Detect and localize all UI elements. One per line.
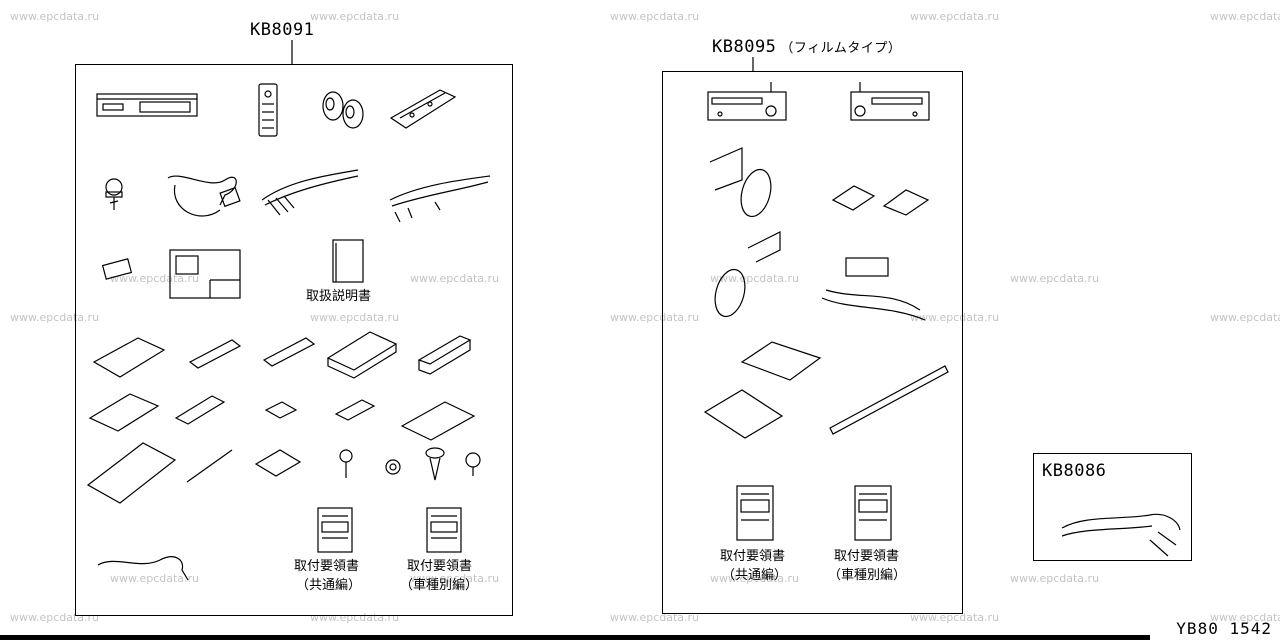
label-common: （共通編） <box>722 568 788 583</box>
tape-strip-icon <box>262 337 316 367</box>
screw-icon <box>105 178 123 210</box>
antenna-amplifier-icon <box>821 257 926 321</box>
watermark-text: www.epcdata.ru <box>10 611 100 624</box>
foam-block-icon <box>326 331 398 379</box>
film-antenna-bracket-icon <box>707 82 787 121</box>
film-squeegee-icon <box>829 365 949 435</box>
bottom-border <box>0 635 1150 640</box>
film-antenna-icon <box>714 231 781 318</box>
watermark-text: www.epcdata.ru <box>310 10 400 23</box>
label-install-guide: 取付要領書 <box>834 549 900 564</box>
kit-frame-kb8091 <box>75 64 513 616</box>
install-guide-vehicle-icon <box>426 507 462 553</box>
card-sheet-icon <box>169 249 241 299</box>
kit-code-kb8095: KB8095 <box>712 37 777 57</box>
kit-title-kb8086: KB8086 <box>1042 461 1107 481</box>
film-antenna-bracket-icon <box>850 82 930 121</box>
watermark-text: www.epcdata.ru <box>610 10 700 23</box>
tape-strip-icon <box>174 395 226 425</box>
watermark-text: www.epcdata.ru <box>410 572 500 585</box>
watermark-text: www.epcdata.ru <box>310 611 400 624</box>
label-install-guide: 取付要領書 <box>720 549 786 564</box>
film-antenna-icon <box>709 147 772 218</box>
tape-sheet-icon <box>92 337 166 378</box>
mounting-bracket-icon <box>389 89 457 129</box>
remote-control-icon <box>258 83 278 137</box>
watermark-text: www.epcdata.ru <box>1010 272 1100 285</box>
watermark-text: www.epcdata.ru <box>1210 10 1280 23</box>
pad-icon <box>254 449 302 477</box>
kit-title-kb8095: KB8095（フィルムタイプ） <box>712 37 901 57</box>
label-manual: 取扱説明書 <box>306 289 372 304</box>
watermark-text: www.epcdata.ru <box>710 272 800 285</box>
amplifier-clip-icon <box>831 185 930 216</box>
watermark-text: www.epcdata.ru <box>610 611 700 624</box>
watermark-text: www.epcdata.ru <box>910 10 1000 23</box>
extension-cable-icon <box>97 556 189 581</box>
page-code: YB80 1542 <box>1176 619 1272 638</box>
pad-icon <box>101 258 133 280</box>
bolt-icon <box>339 449 353 478</box>
watermark-text: www.epcdata.ru <box>10 10 100 23</box>
pad-icon <box>334 399 376 421</box>
watermark-text: www.epcdata.ru <box>10 311 100 324</box>
watermark-text: www.epcdata.ru <box>310 311 400 324</box>
alcohol-wipe-icon <box>703 389 784 439</box>
tapping-screw-icon <box>425 447 445 481</box>
watermark-text: www.epcdata.ru <box>410 272 500 285</box>
kit-title-kb8091: KB8091 <box>250 20 315 40</box>
kit-frame-kb8095 <box>662 71 963 614</box>
label-vehicle-specific: （車種別編） <box>828 568 907 583</box>
watermark-text: www.epcdata.ru <box>110 572 200 585</box>
foam-block-icon <box>417 335 472 375</box>
tape-sheet-icon <box>86 442 177 504</box>
pad-icon <box>264 401 298 419</box>
watermark-text: www.epcdata.ru <box>110 272 200 285</box>
cable-tie-icon <box>186 449 233 483</box>
label-install-guide: 取付要領書 <box>407 559 473 574</box>
antenna-cable-icon <box>167 175 241 217</box>
watermark-text: www.epcdata.ru <box>710 572 800 585</box>
speaker-pair-icon <box>322 91 364 129</box>
tape-sheet-icon <box>88 393 160 432</box>
watermark-text: www.epcdata.ru <box>910 311 1000 324</box>
tape-strip-icon <box>188 339 242 369</box>
kit-frame-kb8086 <box>1033 453 1192 561</box>
screw-icon <box>465 452 481 476</box>
install-guide-vehicle-icon <box>854 485 892 541</box>
manual-book-icon <box>332 239 364 283</box>
wiring-harness-icon <box>389 175 491 223</box>
rca-cable-icon <box>1061 513 1181 557</box>
head-unit-icon <box>96 93 198 117</box>
watermark-text: www.epcdata.ru <box>1210 611 1280 624</box>
label-common: （共通編） <box>296 578 362 593</box>
install-guide-common-icon <box>317 507 353 553</box>
watermark-text: www.epcdata.ru <box>910 611 1000 624</box>
watermark-text: www.epcdata.ru <box>1210 311 1280 324</box>
label-vehicle-specific: （車種別編） <box>400 578 479 593</box>
tape-sheet-icon <box>400 401 476 441</box>
kit-note-film-type: （フィルムタイプ） <box>780 41 902 56</box>
cleaning-sheet-icon <box>740 341 822 381</box>
label-install-guide: 取付要領書 <box>294 559 360 574</box>
watermark-text: www.epcdata.ru <box>1010 572 1100 585</box>
av-cable-icon <box>261 169 359 216</box>
install-guide-common-icon <box>736 485 774 541</box>
nut-icon <box>385 459 401 475</box>
watermark-text: www.epcdata.ru <box>610 311 700 324</box>
